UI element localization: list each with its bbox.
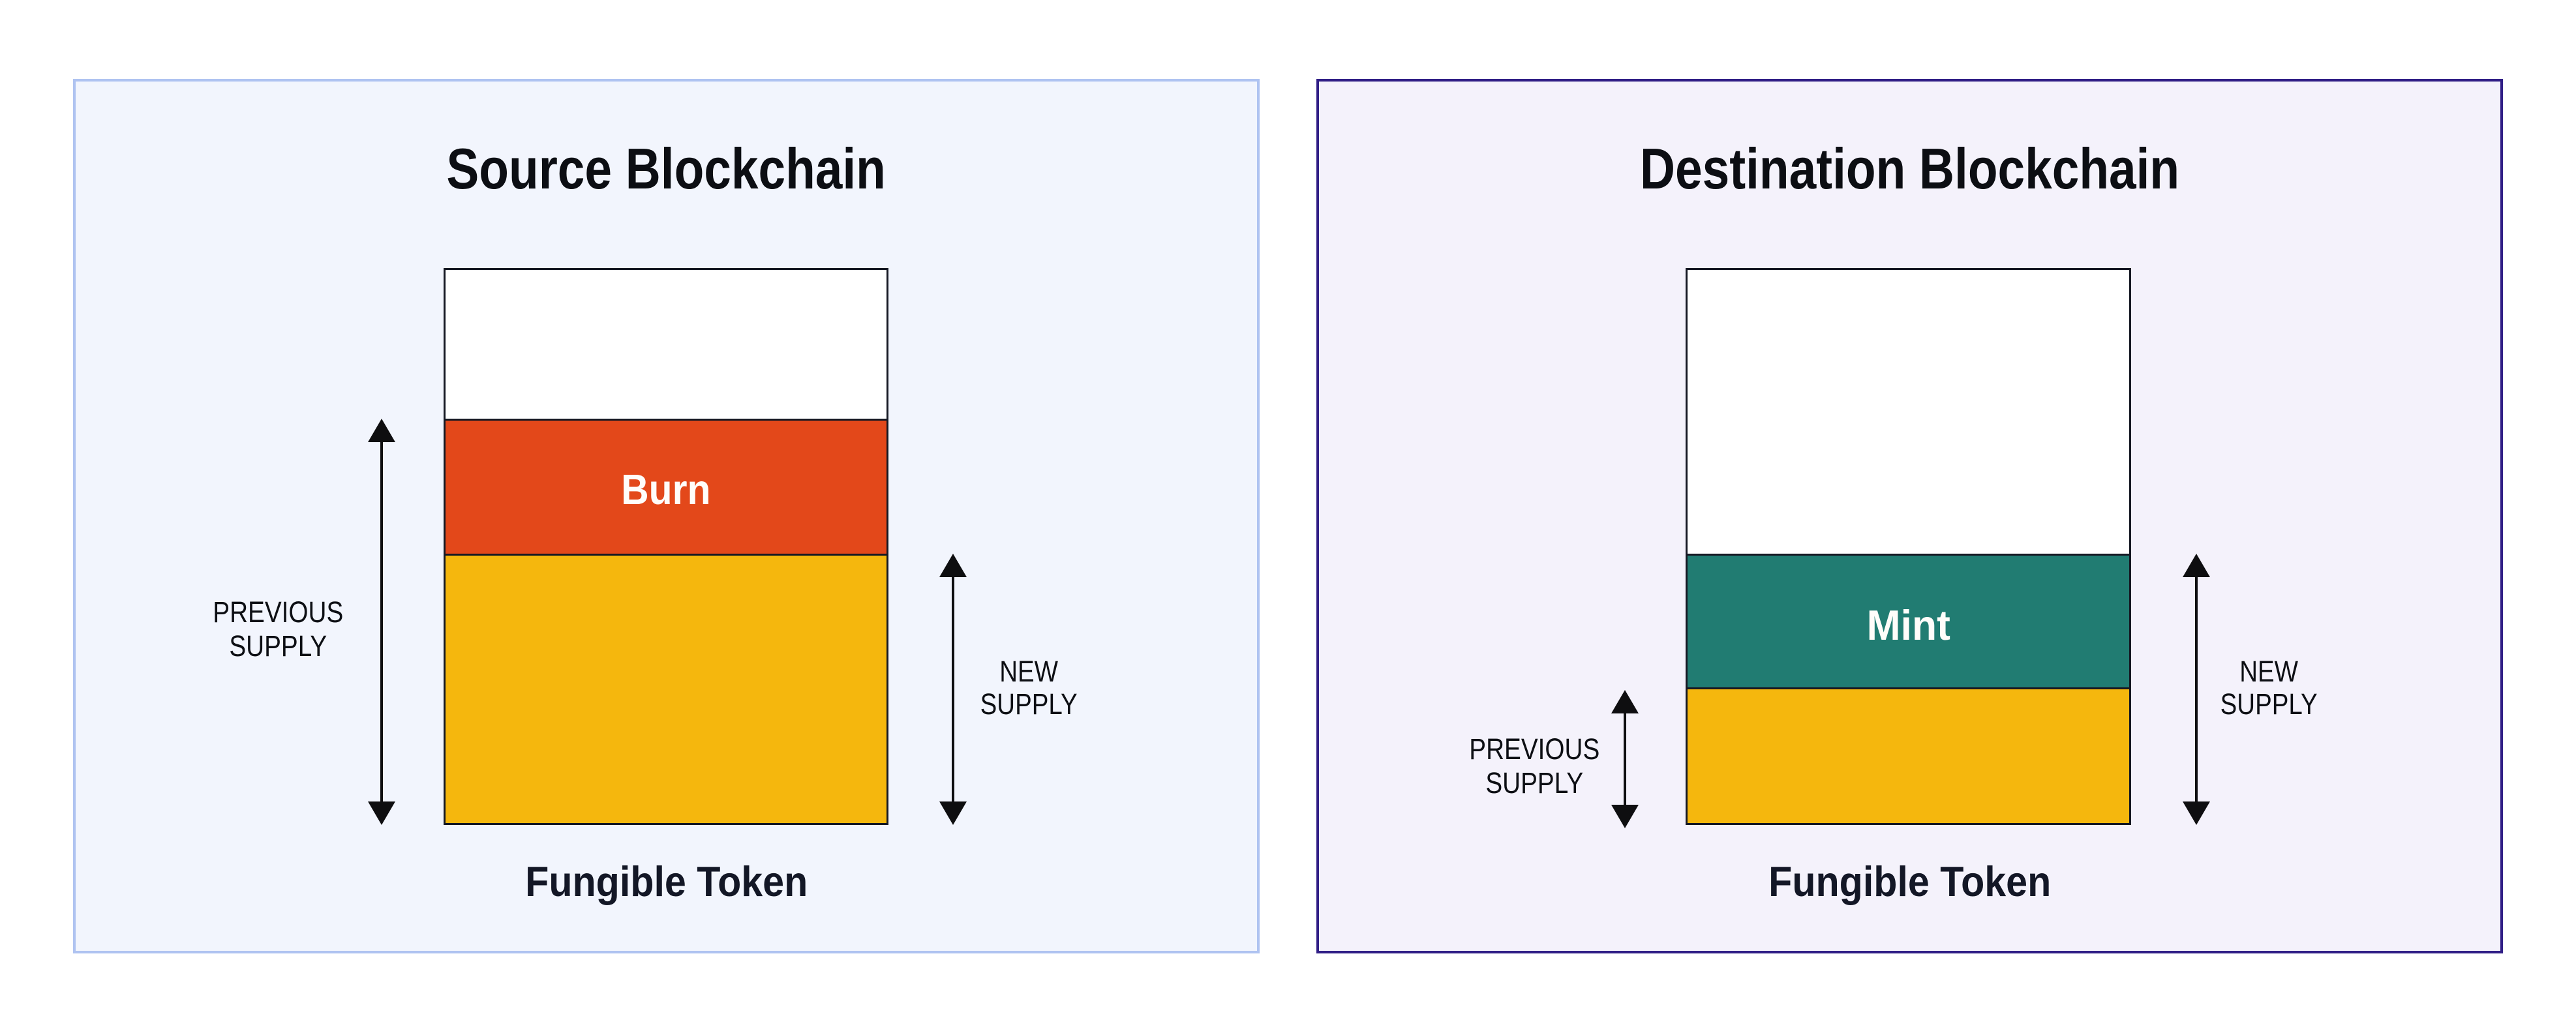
label-line-1: NEW	[2239, 655, 2298, 688]
source-new-supply-label: NEW SUPPLY	[885, 655, 1172, 721]
label-line-2: SUPPLY	[980, 687, 1078, 721]
arrow-down-icon	[368, 801, 395, 825]
destination-token-label-text: Fungible Token	[1768, 858, 2052, 905]
arrow-down-icon	[939, 801, 967, 825]
mint-segment: Mint	[1688, 554, 2129, 687]
arrow-shaft	[1624, 713, 1626, 805]
arrow-down-icon	[1611, 805, 1639, 828]
destination-previous-supply-segment	[1688, 687, 2129, 823]
destination-panel-title: Destination Blockchain	[1319, 140, 2500, 198]
arrow-up-icon	[1611, 690, 1639, 713]
destination-blockchain-panel: Destination Blockchain Mint PREVIOUS SUP…	[1316, 79, 2503, 953]
destination-new-supply-arrow	[2183, 554, 2210, 825]
destination-new-supply-label: NEW SUPPLY	[2125, 655, 2412, 721]
source-panel-title-text: Source Blockchain	[446, 136, 886, 201]
label-line-2: SUPPLY	[2220, 687, 2318, 721]
source-previous-supply-arrow	[368, 419, 395, 825]
source-panel-title: Source Blockchain	[76, 140, 1257, 198]
source-new-supply-arrow	[939, 554, 967, 825]
destination-token-label: Fungible Token	[1319, 860, 2500, 903]
arrow-up-icon	[939, 554, 967, 577]
arrow-up-icon	[2183, 554, 2210, 577]
mint-segment-label: Mint	[1866, 601, 1950, 649]
burn-segment-label: Burn	[621, 465, 711, 513]
burn-segment: Burn	[446, 419, 886, 554]
source-token-label-text: Fungible Token	[524, 858, 808, 905]
arrow-shaft	[952, 576, 954, 802]
destination-unchanged-segment	[1688, 270, 2129, 554]
destination-previous-supply-arrow	[1611, 690, 1639, 828]
arrow-down-icon	[2183, 801, 2210, 825]
arrow-shaft	[380, 442, 383, 802]
arrow-up-icon	[368, 419, 395, 442]
source-previous-supply-label: PREVIOUS SUPPLY	[134, 595, 421, 663]
source-new-supply-segment	[446, 554, 886, 823]
destination-previous-supply-label: PREVIOUS SUPPLY	[1391, 732, 1678, 800]
label-line-1: PREVIOUS	[1468, 732, 1600, 766]
label-line-2: SUPPLY	[229, 629, 327, 663]
source-token-bar: Burn	[444, 268, 888, 825]
label-line-1: NEW	[999, 655, 1058, 688]
destination-token-bar: Mint	[1686, 268, 2131, 825]
label-line-2: SUPPLY	[1485, 766, 1583, 800]
destination-panel-title-text: Destination Blockchain	[1639, 136, 2180, 201]
source-token-label: Fungible Token	[76, 860, 1257, 903]
source-blockchain-panel: Source Blockchain Burn PREVIOUS SUPPLY N…	[73, 79, 1260, 953]
arrow-shaft	[2195, 576, 2198, 802]
source-unchanged-segment	[446, 270, 886, 419]
label-line-1: PREVIOUS	[212, 595, 344, 629]
